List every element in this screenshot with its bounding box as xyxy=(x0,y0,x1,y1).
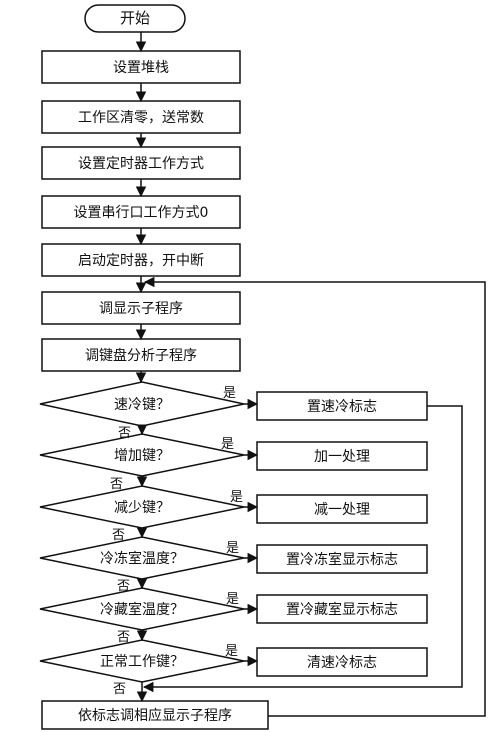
process-step-label: 设置定时器工作方式 xyxy=(78,156,204,172)
decision-decrease-key: 减少键？ xyxy=(39,485,245,529)
no-label: 否 xyxy=(112,528,125,543)
process-step-set-stack: 设置堆栈 xyxy=(41,50,241,84)
no-label: 否 xyxy=(113,682,126,697)
decision-label: 冷冻室温度？ xyxy=(100,550,184,567)
yes-label: 是 xyxy=(225,644,238,659)
decision-fridge-temp: 冷藏室温度？ xyxy=(39,587,245,631)
return-line-from-quick-freeze xyxy=(142,405,463,693)
process-step-call-keyboard: 调键盘分析子程序 xyxy=(41,338,241,372)
decision-label: 正常工作键？ xyxy=(100,654,184,670)
process-step-label: 工作区清零，送常数 xyxy=(78,110,204,126)
yes-label: 是 xyxy=(230,490,243,505)
return-connectors xyxy=(142,276,486,717)
process-step-label: 启动定时器，开中断 xyxy=(78,253,204,269)
process-step-label: 调键盘分析子程序 xyxy=(85,347,197,364)
no-label: 否 xyxy=(117,630,130,645)
yes-branch-connectors xyxy=(244,398,259,667)
action-increment: 加一处理 xyxy=(256,441,428,471)
decision-label: 速冷键？ xyxy=(114,397,170,413)
decision-normal-work-key: 正常工作键？ xyxy=(39,639,245,683)
action-set-quick-freeze-flag: 置速冷标志 xyxy=(256,391,428,421)
no-label: 否 xyxy=(118,426,131,441)
process-step-label: 调显示子程序 xyxy=(99,301,183,317)
action-clear-quick-freeze-flag: 清速冷标志 xyxy=(256,647,428,677)
decision-label: 增加键？ xyxy=(114,448,170,464)
action-set-freezer-display-flag: 置冷冻室显示标志 xyxy=(256,544,428,574)
action-decrement: 减一处理 xyxy=(256,494,428,524)
decision-increase-key: 增加键？ xyxy=(39,433,245,477)
main-flow-connectors xyxy=(135,32,148,703)
loop-back-line xyxy=(143,276,486,717)
yes-label: 是 xyxy=(223,386,236,401)
action-label: 减一处理 xyxy=(314,502,370,518)
process-step-label: 设置串行口工作方式0 xyxy=(74,205,209,221)
yes-label: 是 xyxy=(221,437,234,452)
action-label: 加一处理 xyxy=(314,449,370,465)
process-step-call-display: 调显示子程序 xyxy=(41,291,241,325)
start-label: 开始 xyxy=(120,9,150,27)
yes-label: 是 xyxy=(226,541,239,556)
final-step: 依标志调相应显示子程序 xyxy=(41,700,269,730)
process-step-label: 设置堆栈 xyxy=(113,60,169,76)
decision-label: 减少键？ xyxy=(114,500,170,516)
action-label: 清速冷标志 xyxy=(307,655,377,671)
start-terminator: 开始 xyxy=(84,4,186,33)
no-label: 否 xyxy=(110,477,123,492)
decision-label: 冷藏室温度？ xyxy=(100,601,184,618)
process-step-start-timer: 启动定时器，开中断 xyxy=(41,243,241,277)
yes-label: 是 xyxy=(226,592,239,607)
action-label: 置冷冻室显示标志 xyxy=(286,551,398,568)
action-label: 置速冷标志 xyxy=(307,399,377,415)
action-set-fridge-display-flag: 置冷藏室显示标志 xyxy=(256,594,428,624)
process-step-set-serial-mode: 设置串行口工作方式0 xyxy=(41,195,241,229)
process-step-set-timer-mode: 设置定时器工作方式 xyxy=(41,146,241,180)
process-step-clear-workspace: 工作区清零，送常数 xyxy=(41,100,241,134)
decision-freezer-temp: 冷冻室温度？ xyxy=(39,536,245,580)
no-label: 否 xyxy=(117,579,130,594)
final-step-label: 依标志调相应显示子程序 xyxy=(78,707,232,724)
decision-quick-freeze-key: 速冷键？ xyxy=(39,381,245,427)
action-label: 置冷藏室显示标志 xyxy=(286,601,398,618)
